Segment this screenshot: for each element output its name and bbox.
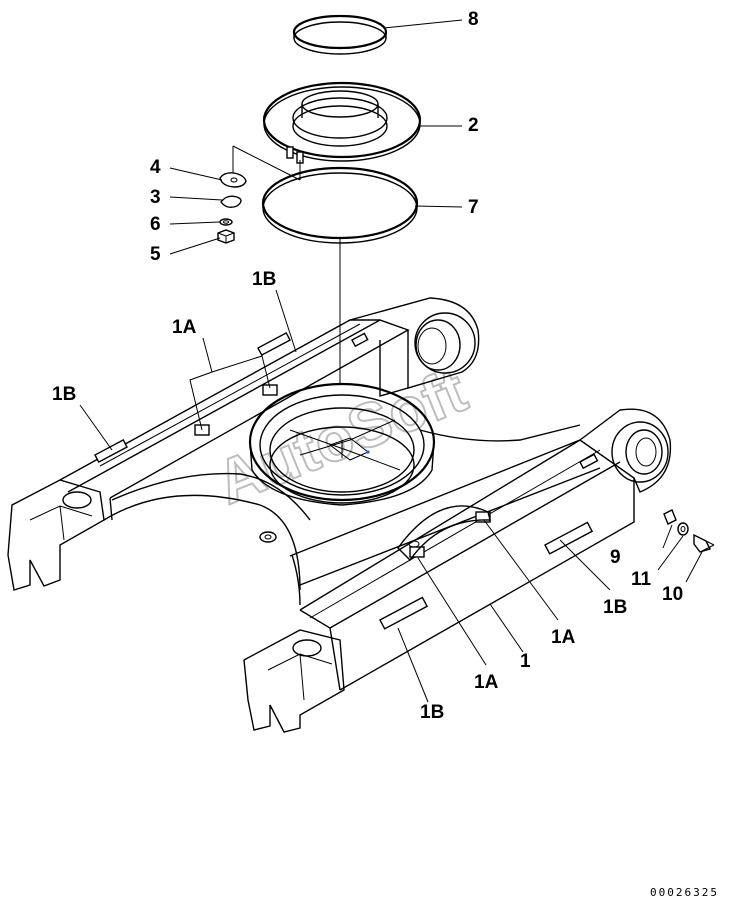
- part-6-washer: [219, 218, 233, 226]
- part-9-plate: [663, 509, 677, 525]
- callout-5: 5: [150, 244, 161, 265]
- leader-lines: [79, 19, 703, 703]
- drawing-code: 00026325: [650, 886, 719, 899]
- callout-7: 7: [468, 197, 479, 218]
- callout-11: 11: [631, 569, 652, 590]
- part-2-cover-plate: [262, 81, 422, 162]
- callout-4: 4: [150, 157, 161, 178]
- part-5-nut: [217, 229, 235, 244]
- callout-1a-right: 1A: [551, 627, 576, 648]
- callout-1a-top: 1A: [172, 317, 197, 338]
- callout-9: 9: [610, 547, 621, 568]
- callout-labels: 8 2 7 4 3 6 5 1B 1A 1B 9 11 10 1B 1A 1 1…: [52, 9, 683, 723]
- callout-1b-right: 1B: [603, 597, 627, 618]
- cover-bolts: [232, 145, 304, 181]
- callout-1b-left: 1B: [52, 384, 76, 405]
- part-11-washer: [677, 522, 689, 536]
- callout-2: 2: [468, 115, 479, 136]
- swing-circle-mount: [248, 382, 436, 506]
- part-10-bolt: [693, 533, 715, 553]
- callout-1a-bottom: 1A: [474, 672, 499, 693]
- callout-8: 8: [468, 9, 479, 30]
- callout-1b-bottom: 1B: [420, 702, 444, 723]
- callout-1: 1: [520, 651, 531, 672]
- part-4-plate: [219, 172, 247, 188]
- part-7-ring: [261, 166, 419, 244]
- callout-3: 3: [150, 187, 161, 208]
- part-3-shim: [220, 195, 242, 209]
- part-1-track-frame: [7, 297, 672, 733]
- callout-1b-top: 1B: [252, 269, 276, 290]
- part-8-seal-ring: [292, 14, 388, 55]
- callout-6: 6: [150, 214, 161, 235]
- callout-10: 10: [662, 584, 683, 605]
